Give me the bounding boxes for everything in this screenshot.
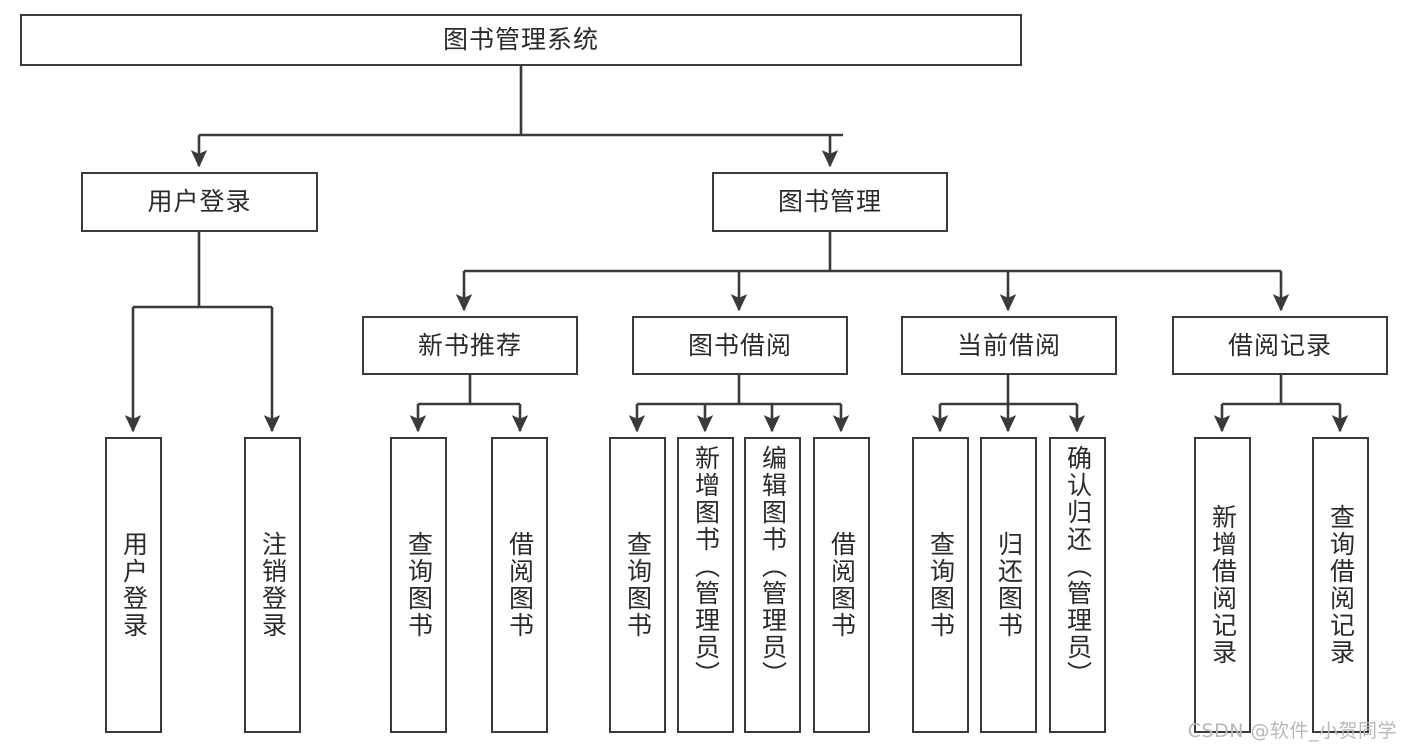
node-borrow-records[interactable]: 借阅记录	[1172, 316, 1388, 375]
node-label: 用户登录	[147, 187, 252, 217]
leaf-query-book-new[interactable]: 查询图书	[390, 437, 447, 733]
node-label: 图书管理	[777, 187, 882, 217]
node-label: 新增图书（管理员）	[691, 445, 721, 688]
node-current-borrow[interactable]: 当前借阅	[901, 316, 1117, 375]
leaf-add-book-admin[interactable]: 新增图书（管理员）	[677, 437, 734, 733]
node-label: 编辑图书（管理员）	[758, 445, 788, 688]
leaf-confirm-return-admin[interactable]: 确认归还（管理员）	[1049, 437, 1106, 733]
node-book-borrow[interactable]: 图书借阅	[632, 316, 848, 375]
node-label: 图书管理系统	[442, 25, 599, 55]
leaf-query-borrow-record[interactable]: 查询借阅记录	[1312, 437, 1369, 733]
leaf-return-book[interactable]: 归还图书	[980, 437, 1037, 733]
node-label: 查询图书	[926, 531, 956, 639]
node-label: 新增借阅记录	[1208, 504, 1238, 666]
node-label: 借阅图书	[827, 531, 857, 639]
leaf-borrow-book[interactable]: 借阅图书	[813, 437, 870, 733]
node-label: 用户登录	[119, 531, 149, 639]
node-label: 新书推荐	[417, 330, 522, 360]
node-book-management[interactable]: 图书管理	[712, 172, 948, 232]
node-label: 查询图书	[404, 531, 434, 639]
node-label: 查询图书	[623, 531, 653, 639]
node-label: 归还图书	[994, 531, 1024, 639]
node-label: 借阅记录	[1227, 330, 1332, 360]
watermark-text: CSDN @软件_小贺同学	[1187, 720, 1397, 742]
node-label: 查询借阅记录	[1326, 504, 1356, 666]
leaf-user-login[interactable]: 用户登录	[105, 437, 162, 733]
leaf-edit-book-admin[interactable]: 编辑图书（管理员）	[744, 437, 801, 733]
node-label: 当前借阅	[956, 330, 1061, 360]
node-label: 注销登录	[258, 531, 288, 639]
leaf-logout[interactable]: 注销登录	[244, 437, 301, 733]
leaf-add-borrow-record[interactable]: 新增借阅记录	[1194, 437, 1251, 733]
node-label: 确认归还（管理员）	[1063, 445, 1093, 688]
leaf-query-book-borrow[interactable]: 查询图书	[609, 437, 666, 733]
node-user-login[interactable]: 用户登录	[81, 172, 318, 232]
node-root-system[interactable]: 图书管理系统	[20, 14, 1022, 66]
node-new-book-recommend[interactable]: 新书推荐	[362, 316, 578, 375]
node-label: 图书借阅	[687, 330, 792, 360]
node-label: 借阅图书	[505, 531, 535, 639]
leaf-query-book-current[interactable]: 查询图书	[912, 437, 969, 733]
leaf-borrow-book-new[interactable]: 借阅图书	[491, 437, 548, 733]
